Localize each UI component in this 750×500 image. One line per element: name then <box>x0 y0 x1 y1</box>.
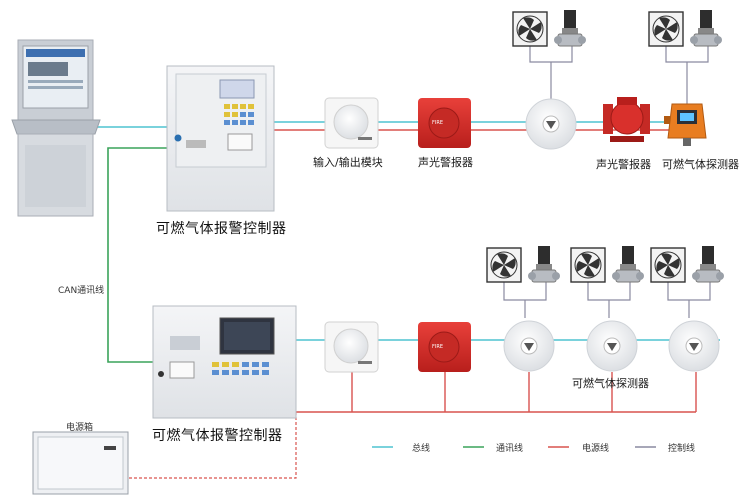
can-comm-line <box>107 147 170 363</box>
legend-label-bus: 总线 <box>412 444 431 454</box>
gas-detector-bottom-1 <box>503 320 555 372</box>
alarm-label-1: 声光警报器 <box>418 156 473 169</box>
sound-light-alarm-top: FIRE <box>418 98 471 148</box>
solenoid-valve-icon <box>528 246 560 283</box>
gas-detector-bottom-3 <box>668 320 720 372</box>
explosion-proof-alarm <box>603 97 650 142</box>
alarm-label-2: 声光警报器 <box>596 158 651 171</box>
solenoid-valve-icon <box>612 246 644 283</box>
exhaust-fan-icon <box>512 11 548 47</box>
exhaust-fan-icon <box>648 11 684 47</box>
ctrl-bot-2 <box>587 282 631 301</box>
explosion-proof-gas-detector <box>664 103 707 146</box>
ctrl-top-2 <box>665 46 709 63</box>
exhaust-fan-icon <box>486 247 522 283</box>
solenoid-valve-icon <box>690 10 722 47</box>
alarm-fire-text-top: FIRE <box>432 120 443 126</box>
controller-label-bottom: 可燃气体报警控制器 <box>152 428 283 444</box>
alarm-fire-text-bottom: FIRE <box>432 344 443 350</box>
io-module-label: 输入/输出模块 <box>313 156 383 169</box>
controller-label-top: 可燃气体报警控制器 <box>156 221 287 237</box>
io-module-top <box>324 97 379 149</box>
detector-label-top: 可燃气体探测器 <box>662 158 739 171</box>
legend-label-comm: 通讯线 <box>496 444 524 454</box>
ctrl-bot-3 <box>667 282 711 301</box>
gas-detector-top <box>525 98 577 150</box>
io-module-bottom <box>324 321 379 373</box>
solenoid-valve-icon <box>692 246 724 283</box>
ctrl-bot-1 <box>503 282 547 301</box>
solenoid-valve-icon <box>554 10 586 47</box>
legend-label-control: 控制线 <box>668 444 696 454</box>
sound-light-alarm-bottom: FIRE <box>418 322 471 372</box>
exhaust-fan-icon <box>650 247 686 283</box>
can-line-label: CAN通讯线 <box>58 286 105 296</box>
top-controller <box>166 65 275 212</box>
legend-label-power: 电源线 <box>582 444 610 454</box>
gas-detector-bottom-2 <box>586 320 638 372</box>
power-box-label: 电源箱 <box>66 423 94 433</box>
power-box <box>32 431 129 495</box>
exhaust-fan-icon <box>570 247 606 283</box>
detector-label-bottom: 可燃气体探测器 <box>572 377 649 390</box>
monitoring-console <box>11 39 101 217</box>
ctrl-top-1 <box>529 46 573 63</box>
bottom-controller <box>152 305 297 419</box>
power-box-line <box>128 412 297 479</box>
